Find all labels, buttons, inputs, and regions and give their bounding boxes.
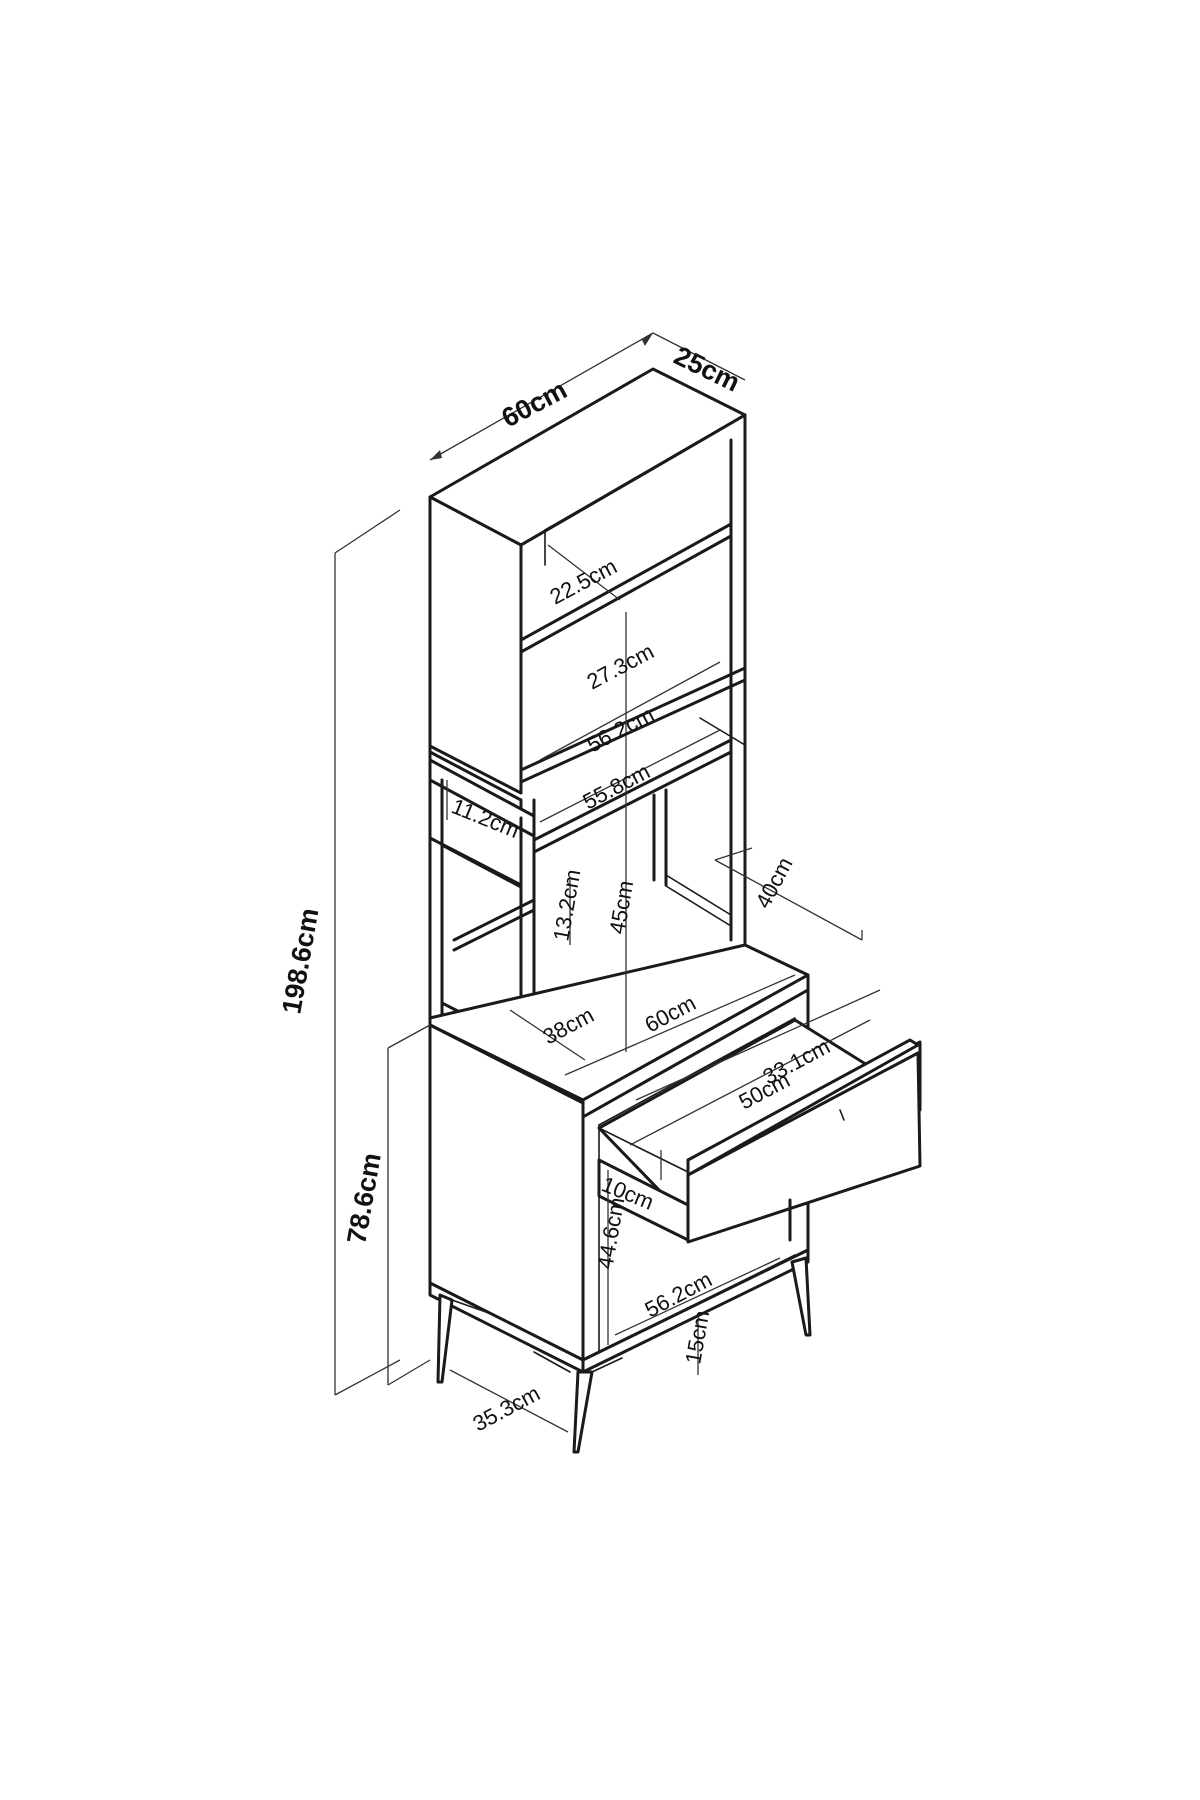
legs: [436, 1256, 812, 1454]
label-base-height: 78.6cm: [341, 1151, 386, 1246]
label-hutch-inner-width: 56.2cm: [583, 701, 658, 757]
drawer: [597, 1018, 922, 1244]
label-rail-gap: 13.2cm: [548, 867, 585, 942]
label-side-depth: 35.3cm: [469, 1380, 544, 1436]
hutch-top-section: [428, 367, 747, 795]
dimension-lines: [334, 332, 881, 1433]
label-middle-shelf-gap: 27.3cm: [583, 638, 658, 694]
label-open-area-height: 45cm: [604, 879, 638, 936]
label-total-height: 198.6cm: [276, 906, 324, 1016]
